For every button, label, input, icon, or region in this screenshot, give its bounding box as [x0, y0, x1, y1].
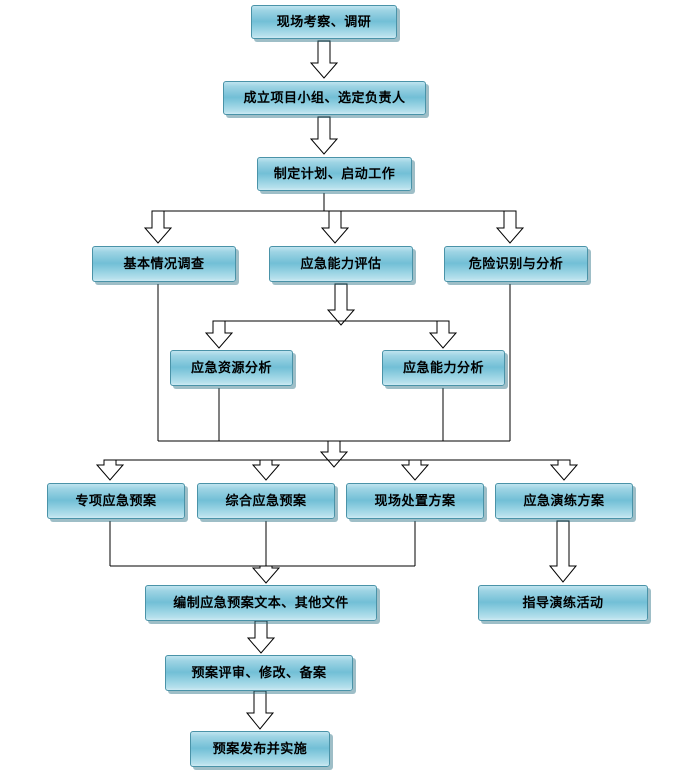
node-plan-review-revise-file[interactable]: 预案评审、修改、备案 [165, 655, 353, 691]
node-make-plan-start-work[interactable]: 制定计划、启动工作 [257, 157, 412, 191]
node-label: 预案评审、修改、备案 [191, 665, 327, 681]
node-label: 应急资源分析 [190, 360, 272, 376]
node-special-emergency-plan[interactable]: 专项应急预案 [47, 483, 185, 519]
arrow-bus-to-n11 [400, 459, 430, 481]
arrow-bus-to-n7 [204, 320, 234, 349]
node-label: 现场考察、调研 [276, 14, 372, 30]
node-label: 成立项目小组、选定负责人 [243, 90, 406, 106]
arrow-n13-n15 [246, 620, 276, 654]
node-label: 应急能力评估 [300, 256, 382, 272]
node-label: 现场处置方案 [374, 493, 456, 509]
arrow-n15-n16 [245, 690, 275, 730]
node-label: 综合应急预案 [225, 493, 307, 509]
node-compile-plan-text[interactable]: 编制应急预案文本、其他文件 [145, 585, 377, 621]
arrow-bus-to-n9 [95, 459, 125, 481]
node-label: 预案发布并实施 [212, 741, 308, 757]
arrow-n2-n3 [309, 116, 339, 155]
node-form-project-team[interactable]: 成立项目小组、选定负责人 [223, 81, 426, 115]
node-emergency-resource-analysis[interactable]: 应急资源分析 [170, 350, 293, 386]
node-guide-drill-activity[interactable]: 指导演练活动 [478, 585, 648, 621]
node-label: 制定计划、启动工作 [273, 166, 396, 182]
arrow-bus-to-n4 [143, 210, 173, 244]
arrow-bus-to-n8 [428, 320, 458, 349]
arrow-bus-to-n12 [549, 459, 579, 481]
arrow-bus-to-n5 [320, 210, 350, 244]
node-site-survey[interactable]: 现场考察、调研 [251, 5, 397, 39]
arrow-n12-n14 [548, 520, 578, 583]
arrow-n1-n2 [309, 40, 339, 79]
node-label: 基本情况调查 [123, 256, 205, 272]
arrow-bus-to-n10 [251, 459, 281, 481]
node-label: 应急演练方案 [523, 493, 605, 509]
node-comprehensive-emergency-plan[interactable]: 综合应急预案 [197, 483, 335, 519]
arrow-merge-to-n13 [251, 565, 281, 584]
node-label: 编制应急预案文本、其他文件 [173, 595, 349, 611]
node-label: 应急能力分析 [402, 360, 484, 376]
node-label: 专项应急预案 [75, 493, 157, 509]
node-label: 指导演练活动 [522, 595, 604, 611]
node-emergency-capability-analysis[interactable]: 应急能力分析 [382, 350, 505, 386]
node-plan-release-implement[interactable]: 预案发布并实施 [190, 731, 330, 767]
node-emergency-drill-plan[interactable]: 应急演练方案 [495, 483, 633, 519]
node-hazard-identification-analysis[interactable]: 危险识别与分析 [444, 246, 588, 282]
arrow-collector-to-distributor [319, 440, 349, 468]
arrow-n5-down [326, 283, 356, 326]
node-label: 危险识别与分析 [468, 256, 564, 272]
node-basic-situation-survey[interactable]: 基本情况调查 [92, 246, 236, 282]
node-emergency-capability-assessment[interactable]: 应急能力评估 [269, 246, 413, 282]
arrow-bus-to-n6 [495, 210, 525, 244]
node-onsite-disposal-plan[interactable]: 现场处置方案 [346, 483, 484, 519]
